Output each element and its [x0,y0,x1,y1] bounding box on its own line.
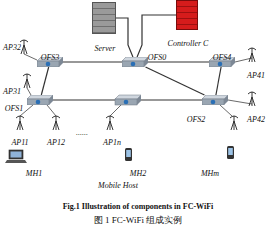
part-label: AP32 [3,43,21,52]
wire [220,105,232,116]
part-label: MH2 [130,169,146,178]
openflow-switch: OFS2 [202,95,228,105]
node-label-wrap: OFS2 [187,108,206,126]
antenna-symbol [106,116,114,130]
network-link [41,67,48,95]
network-link [216,67,221,95]
network-link [137,15,176,57]
part-label: ...... [76,128,88,137]
controller-box: Controller C [176,0,198,30]
network-link [116,18,133,57]
antenna-symbol [52,116,60,130]
label-wrap: AP31 [3,80,21,98]
figure-caption: 图 1 FC-WiFi 组成实例 [94,215,182,226]
wire [110,105,121,116]
label-wrap: AP12 [47,131,65,149]
node-label: Server [95,44,116,53]
node-label: Controller C [168,39,209,48]
part-label: AP31 [3,87,21,96]
label-wrap: 图 1 FC-WiFi 组成实例 [94,209,182,227]
part-label: Mobile Host [98,181,138,190]
node-label: OFS2 [187,115,206,124]
phone-icon [125,148,132,161]
node-label-wrap: OFS4 [213,46,232,64]
part-label: MHm [201,169,219,178]
laptop-icon [5,150,27,163]
node-label-wrap: OFS1 [5,97,24,115]
label-wrap: AP1n [103,131,121,149]
node-label: OFS0 [148,53,167,62]
switch-symbol [115,95,141,105]
network-link [63,61,122,62]
node-label-wrap: OFS0 [148,46,167,64]
part-label: MH1 [26,169,42,178]
part-label: AP1n [103,138,121,147]
antenna-symbol [16,116,24,130]
label-wrap: AP32 [3,36,21,54]
phone-icon [227,146,234,159]
part-label: AP41 [247,71,265,80]
label-wrap: MH2 [130,162,146,180]
network-link [146,67,205,95]
wire [228,100,252,104]
label-wrap: AP42 [247,108,265,126]
node-label-wrap: Controller C [168,32,209,50]
label-wrap: MH1 [26,162,42,180]
openflow-switch: OFS4 [209,57,235,67]
node-label: OFS3 [41,53,60,62]
openflow-switch: OFS0 [122,57,148,67]
antenna-symbol [230,116,238,130]
server-box: Server [92,2,116,34]
figure-caption: Fig.1 Illustration of components in FC-W… [63,202,214,211]
antenna-symbol [248,48,256,62]
ap-wires [20,54,252,116]
node-label-wrap: Server [95,37,116,55]
wire [24,54,37,60]
label-wrap: ...... [76,121,88,139]
wire [27,88,31,95]
switch-symbol [27,95,53,105]
label-wrap: AP41 [247,64,265,82]
part-label: AP12 [47,138,65,147]
switch-symbol [122,57,148,67]
part-label: AP42 [247,115,265,124]
switch-symbol [202,95,228,105]
openflow-switch: OFS3 [37,57,63,67]
wire [47,105,56,116]
antenna-symbol [248,92,256,106]
antenna-symbol [20,40,28,54]
label-wrap: MHm [201,162,219,180]
part-label: AP11 [11,138,28,147]
node-label: OFS1 [5,104,24,113]
openflow-switch: OFS1 [27,95,53,105]
caption-wrap: Fig.1 Illustration of components in FC-W… [63,195,214,213]
node-label-wrap: OFS3 [41,46,60,64]
node-label: OFS4 [213,53,232,62]
label-wrap: AP11 [11,131,28,149]
antenna-symbol [23,74,31,88]
antennas [16,40,256,130]
